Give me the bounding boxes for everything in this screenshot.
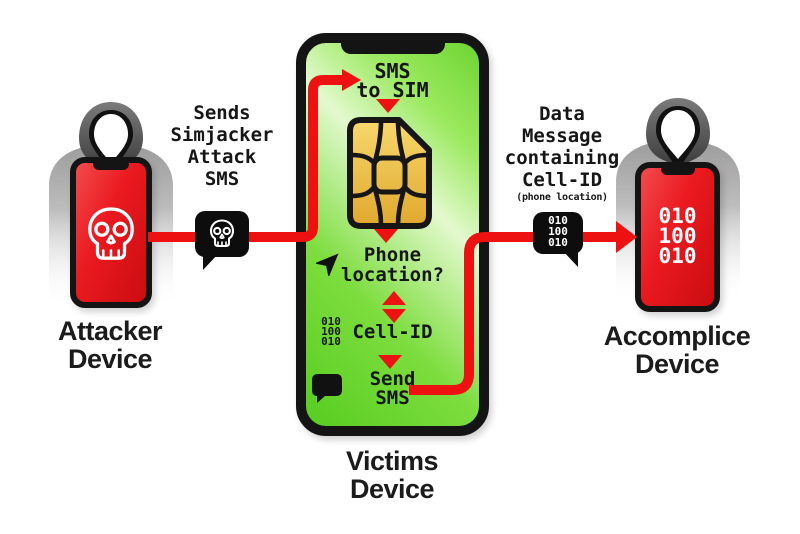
- navigation-cursor-icon: [316, 253, 339, 276]
- chat-bubble-icon: [312, 374, 342, 403]
- accomplice-phone: 010 100 010: [635, 162, 720, 312]
- accomplice-binary-text: 010 100 010: [658, 204, 697, 268]
- cell-id-label: Cell-ID: [352, 321, 433, 343]
- bubble-binary-text: 010 100 010: [548, 214, 568, 249]
- attacker-phone-notch: [93, 163, 129, 170]
- skull-bubble-icon: [209, 218, 235, 247]
- data-message-annotation: Data Message containing Cell-ID (phone l…: [487, 103, 637, 204]
- victim-phone-notch: [340, 43, 445, 54]
- sim-card-icon: [347, 117, 432, 229]
- accomplice-device-label: Accomplice Device: [603, 321, 751, 379]
- speech-bubble-skull: [195, 211, 249, 270]
- victim-device-label: Victims Device: [345, 446, 439, 504]
- attacker-phone: [70, 157, 152, 308]
- sms-to-sim-label: SMS to SIM: [356, 59, 429, 102]
- skull-icon: [88, 207, 134, 260]
- speech-bubble-binary: 010 100 010: [533, 212, 583, 267]
- send-sms-label: Send SMS: [369, 368, 416, 409]
- phone-location-note: (phone location): [516, 192, 608, 203]
- attacker-device-label: Attacker Device: [57, 316, 163, 374]
- binary-text: 010 100 010: [321, 315, 341, 348]
- victim-phone: SMS to SIM Phone: [296, 33, 489, 436]
- accomplice-phone-notch: [660, 168, 695, 175]
